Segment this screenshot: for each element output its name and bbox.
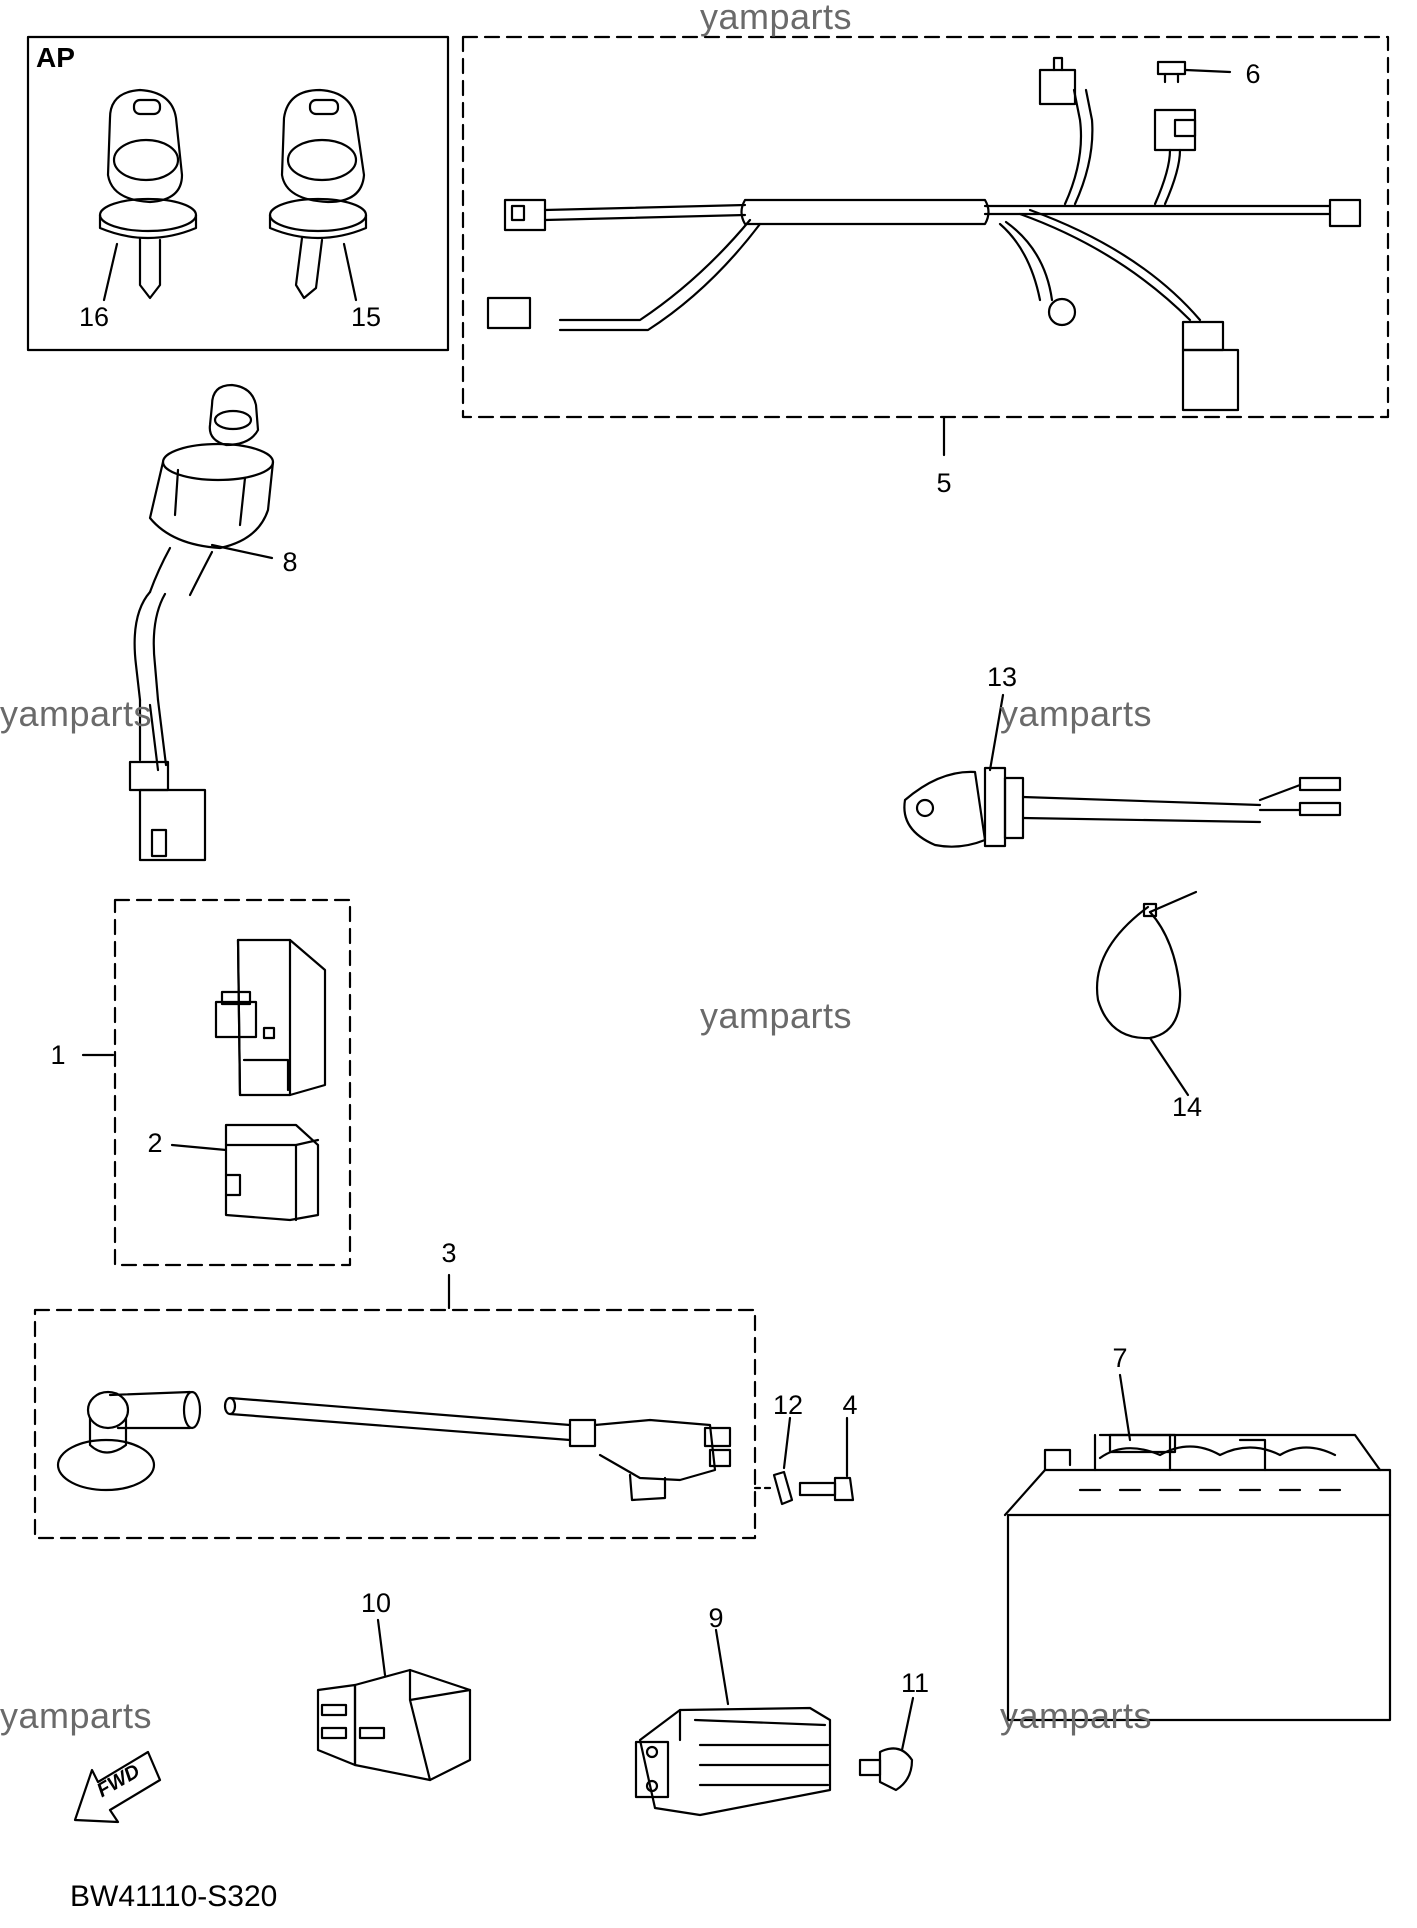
ap-inset-label: AP: [36, 42, 75, 73]
watermark-left-upper: yamparts: [0, 693, 153, 734]
main-switch-8-drawing: [128, 383, 275, 862]
callout-3: 3: [441, 1238, 457, 1268]
watermark-center: yamparts: [700, 995, 853, 1036]
ap-inset-frame: [26, 35, 450, 352]
callout-9: 9: [708, 1603, 724, 1633]
bolt-4-drawing: [798, 1476, 855, 1502]
cdi-group-frame: [113, 898, 352, 1267]
callout-8: 8: [282, 547, 298, 577]
regulator-9-drawing: [634, 1706, 832, 1817]
cable-tie-14-drawing: [1095, 890, 1198, 1040]
fuse-6-drawing: [1156, 60, 1187, 84]
key-15-drawing: [268, 88, 368, 300]
relay-10-drawing: [316, 1668, 472, 1782]
key-16-drawing: [98, 88, 198, 300]
wire-harness-drawing: [486, 56, 1362, 412]
callout-12: 12: [772, 1390, 804, 1420]
ignition-coil-3-drawing: [56, 1390, 732, 1502]
watermark-right-upper: yamparts: [1000, 693, 1153, 734]
diagram-reference-code: BW41110-S320: [70, 1880, 278, 1913]
callout-11: 11: [900, 1668, 930, 1698]
callout-1: 1: [50, 1040, 66, 1070]
cdi-unit-1-drawing: [214, 938, 327, 1097]
callout-5: 5: [936, 468, 952, 498]
battery-7-drawing: [1003, 1433, 1392, 1722]
watermark-top: yamparts: [700, 0, 853, 37]
washer-12-drawing: [772, 1470, 794, 1506]
callout-6: 6: [1245, 59, 1261, 89]
callout-2: 2: [147, 1128, 163, 1158]
callout-4: 4: [842, 1390, 858, 1420]
ignition-coil-group-frame: [33, 1308, 757, 1540]
callout-15: 15: [350, 302, 382, 332]
watermark-left-lower: yamparts: [0, 1695, 153, 1736]
callout-14: 14: [1171, 1092, 1203, 1122]
relay-2-drawing: [224, 1123, 320, 1222]
bolt-11-drawing: [858, 1747, 914, 1792]
sensor-13-drawing: [903, 766, 1342, 848]
harness-group-frame: [461, 35, 1390, 419]
callout-13: 13: [986, 662, 1018, 692]
fwd-arrow-icon: [73, 1750, 162, 1824]
callout-10: 10: [360, 1588, 392, 1618]
callout-7: 7: [1112, 1343, 1128, 1373]
watermark-right-lower: yamparts: [1000, 1695, 1153, 1736]
callout-16: 16: [78, 302, 110, 332]
